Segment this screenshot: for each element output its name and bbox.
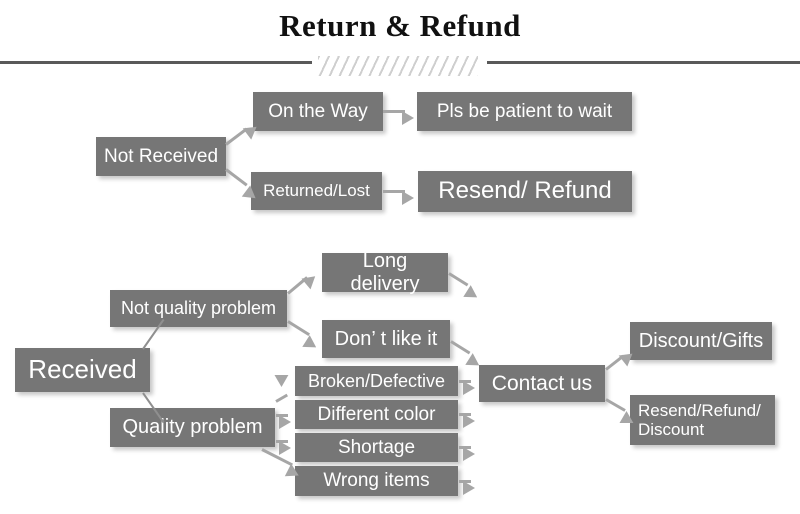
connector-dont-like-it-to-contact-us bbox=[450, 340, 471, 355]
arrowhead-quality-to-broken-defective bbox=[274, 368, 292, 388]
arrowhead-wrong-items-to-contact-us bbox=[463, 481, 475, 495]
watermark bbox=[660, 60, 795, 95]
arrowhead-returned-lost-to-resend-refund bbox=[402, 191, 414, 205]
node-long-delivery[interactable]: Long delivery bbox=[322, 250, 448, 295]
divider-hatch-icon bbox=[318, 56, 478, 76]
connector-contact-us-to-resend-refund-discount bbox=[605, 398, 626, 412]
decorative-divider bbox=[0, 56, 800, 78]
node-resend-refund[interactable]: Resend/ Refund bbox=[418, 171, 632, 212]
connector-not-received-to-returned-lost bbox=[225, 168, 248, 187]
arrowhead-quality-to-shortage bbox=[279, 441, 291, 455]
node-quality-problem[interactable]: Quality problem bbox=[110, 408, 275, 447]
node-received[interactable]: Received bbox=[15, 348, 150, 392]
node-not-quality-problem[interactable]: Not quality problem bbox=[110, 290, 287, 327]
node-dont-like-it[interactable]: Don’ t like it bbox=[322, 320, 450, 358]
arrowhead-not-quality-to-dont-like-it bbox=[302, 335, 320, 354]
connector-long-delivery-to-contact-us bbox=[448, 272, 469, 287]
connector-not-quality-to-dont-like-it bbox=[287, 320, 310, 337]
node-different-color[interactable]: Different color bbox=[295, 400, 458, 429]
arrowhead-quality-to-different-color bbox=[279, 415, 291, 429]
divider-line-right bbox=[487, 61, 800, 64]
divider-line-left bbox=[0, 61, 312, 64]
node-contact-us[interactable]: Contact us bbox=[479, 365, 605, 402]
node-not-received[interactable]: Not Received bbox=[96, 137, 226, 176]
node-broken-defective[interactable]: Broken/Defective bbox=[295, 366, 458, 396]
node-pls-be-patient-to-wait[interactable]: Pls be patient to wait bbox=[417, 92, 632, 131]
node-on-the-way[interactable]: On the Way bbox=[253, 92, 383, 131]
connector-quality-to-broken-defective bbox=[275, 393, 289, 403]
connector-returned-lost-to-resend-refund bbox=[383, 190, 405, 193]
connector-on-the-way-to-pls-be-patient bbox=[383, 110, 405, 113]
arrowhead-different-color-to-contact-us bbox=[463, 414, 475, 428]
node-resend-refund-discount[interactable]: Resend/Refund/ Discount bbox=[630, 395, 775, 445]
arrowhead-shortage-to-contact-us bbox=[463, 447, 475, 461]
node-wrong-items[interactable]: Wrong items bbox=[295, 466, 458, 496]
arrowhead-broken-defective-to-contact-us bbox=[463, 381, 475, 395]
page-title: Return & Refund bbox=[279, 8, 521, 43]
node-shortage[interactable]: Shortage bbox=[295, 433, 458, 462]
node-discount-gifts[interactable]: Discount/Gifts bbox=[630, 322, 772, 360]
arrowhead-not-quality-to-long-delivery bbox=[301, 270, 320, 290]
arrowhead-long-delivery-to-contact-us bbox=[463, 285, 481, 304]
arrowhead-on-the-way-to-pls-be-patient bbox=[402, 111, 414, 125]
node-returned-lost[interactable]: Returned/Lost bbox=[251, 172, 382, 210]
